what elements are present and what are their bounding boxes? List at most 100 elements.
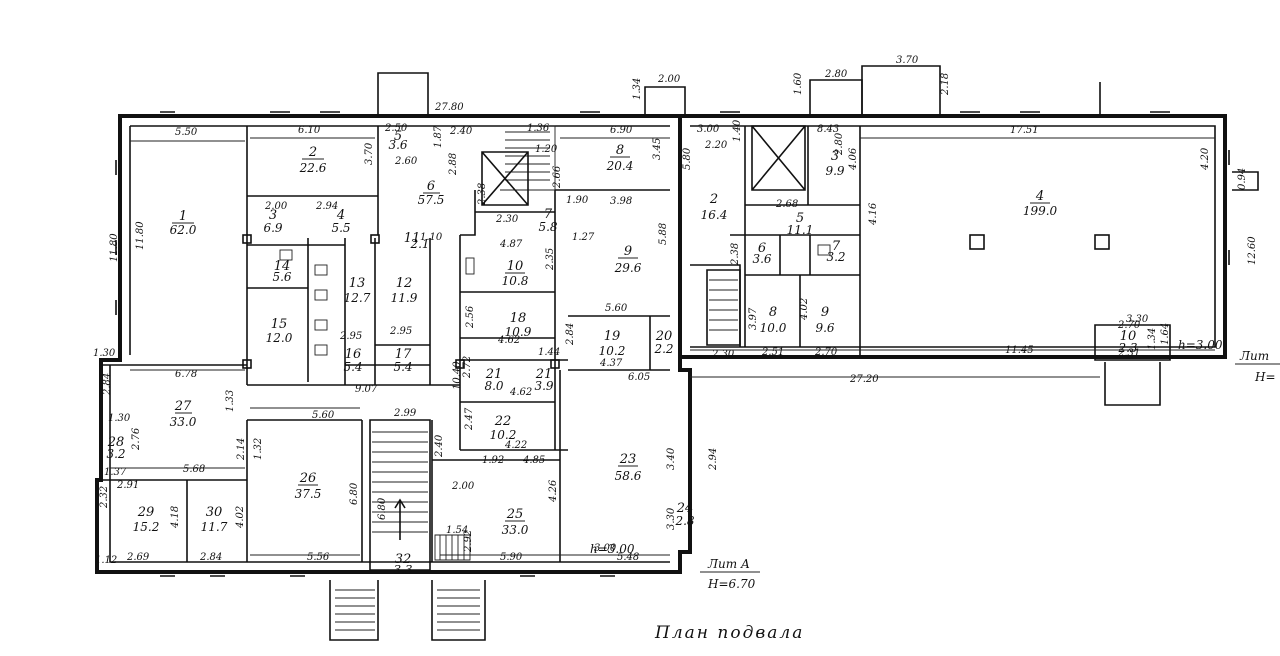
svg-text:17: 17	[395, 347, 412, 362]
svg-text:3.00: 3.00	[697, 124, 720, 135]
svg-text:7: 7	[832, 239, 841, 254]
room-9: 929.6	[614, 244, 642, 275]
svg-text:1.30: 1.30	[108, 413, 131, 424]
svg-text:2.80: 2.80	[834, 132, 845, 156]
svg-text:2.35: 2.35	[545, 248, 556, 271]
room-r8: 810.0	[760, 305, 787, 335]
svg-text:3.98: 3.98	[610, 196, 632, 207]
svg-text:5.60: 5.60	[312, 410, 335, 421]
svg-text:3.6: 3.6	[388, 138, 407, 152]
svg-text:5.88: 5.88	[658, 223, 669, 245]
room-21b: 213.9	[534, 367, 553, 393]
svg-text:2.00: 2.00	[657, 74, 681, 85]
room-2: 222.6	[299, 145, 327, 175]
room-5: 53.6	[388, 129, 407, 152]
svg-text:10.8: 10.8	[502, 274, 529, 288]
svg-text:1.87: 1.87	[433, 125, 444, 148]
svg-text:3.2: 3.2	[106, 447, 125, 461]
room-32: 323.3	[393, 552, 412, 577]
svg-text:29: 29	[137, 505, 155, 520]
svg-text:3.40: 3.40	[666, 447, 677, 470]
svg-text:1.37: 1.37	[104, 467, 127, 478]
svg-text:28: 28	[107, 435, 125, 450]
svg-text:Лит А: Лит А	[707, 557, 750, 571]
svg-text:2.94: 2.94	[315, 201, 338, 212]
svg-text:0.94: 0.94	[1237, 168, 1248, 190]
svg-text:5.68: 5.68	[183, 464, 205, 475]
svg-text:Н=: Н=	[1254, 370, 1276, 384]
svg-text:14: 14	[274, 259, 291, 274]
svg-text:4.37: 4.37	[599, 358, 623, 369]
room-labels: 162.0 222.6 36.9 45.5 53.6 657.5 75.8 82…	[106, 129, 1137, 577]
svg-text:2.14: 2.14	[236, 438, 247, 461]
svg-text:1.34: 1.34	[632, 78, 643, 100]
svg-text:2.84: 2.84	[199, 552, 222, 563]
svg-text:2.30: 2.30	[495, 214, 519, 225]
svg-text:9.9: 9.9	[825, 164, 844, 178]
svg-text:16.4: 16.4	[701, 208, 728, 222]
svg-text:5.90: 5.90	[500, 552, 523, 563]
svg-text:3: 3	[269, 208, 277, 223]
svg-text:30: 30	[206, 505, 223, 520]
svg-text:4.02: 4.02	[235, 506, 246, 529]
label-underlines	[172, 156, 1050, 522]
svg-text:5.50: 5.50	[175, 127, 198, 138]
svg-text:2.69: 2.69	[126, 552, 150, 563]
svg-text:6.05: 6.05	[628, 372, 650, 383]
svg-text:4.85: 4.85	[522, 455, 545, 466]
room-3: 36.9	[263, 208, 282, 235]
svg-text:9.6: 9.6	[815, 321, 834, 335]
svg-text:7: 7	[544, 207, 553, 222]
svg-text:2.30: 2.30	[711, 349, 735, 360]
room-6: 657.5	[418, 179, 445, 207]
windows	[115, 111, 1230, 577]
room-17: 175.4	[393, 347, 412, 374]
svg-text:22: 22	[494, 414, 512, 429]
stair-right	[706, 269, 741, 346]
svg-text:1.60: 1.60	[793, 72, 804, 95]
svg-text:3.45: 3.45	[652, 138, 663, 160]
svg-text:18: 18	[510, 311, 527, 326]
svg-text:199.0: 199.0	[1023, 204, 1058, 218]
svg-text:1.30: 1.30	[93, 348, 116, 359]
svg-text:1.10: 1.10	[420, 232, 443, 243]
svg-text:4.22: 4.22	[504, 440, 527, 451]
stair-bottom	[434, 534, 471, 561]
svg-text:2.91: 2.91	[116, 480, 139, 491]
svg-text:3.30: 3.30	[1126, 314, 1149, 325]
svg-text:1.33: 1.33	[225, 390, 236, 412]
svg-text:12.60: 12.60	[1247, 236, 1258, 265]
right-walls	[690, 126, 861, 357]
svg-text:3.30: 3.30	[666, 507, 677, 530]
room-28: 283.2	[106, 435, 125, 461]
svg-text:58.6: 58.6	[615, 469, 642, 483]
svg-text:3.6: 3.6	[752, 252, 771, 266]
svg-text:10.2: 10.2	[599, 344, 626, 358]
svg-text:2.00: 2.00	[451, 481, 475, 492]
svg-text:3: 3	[831, 149, 839, 164]
room-4: 45.5	[331, 208, 350, 235]
svg-text:11.45: 11.45	[1005, 345, 1034, 356]
svg-text:1.12: 1.12	[95, 555, 117, 566]
svg-text:25: 25	[506, 507, 524, 522]
svg-text:2.72: 2.72	[462, 356, 473, 379]
svg-text:10.2: 10.2	[490, 428, 517, 442]
svg-text:2.38: 2.38	[730, 243, 741, 266]
svg-text:5: 5	[394, 129, 402, 144]
svg-text:2.60: 2.60	[394, 156, 418, 167]
svg-text:2.95: 2.95	[389, 326, 412, 337]
svg-text:29.6: 29.6	[614, 261, 642, 275]
svg-text:11.7: 11.7	[201, 520, 228, 534]
svg-text:3.97: 3.97	[748, 307, 759, 330]
svg-text:4.16: 4.16	[868, 202, 879, 226]
svg-text:11.80: 11.80	[135, 221, 146, 250]
svg-text:4.18: 4.18	[170, 506, 181, 529]
svg-text:2.56: 2.56	[465, 305, 476, 329]
